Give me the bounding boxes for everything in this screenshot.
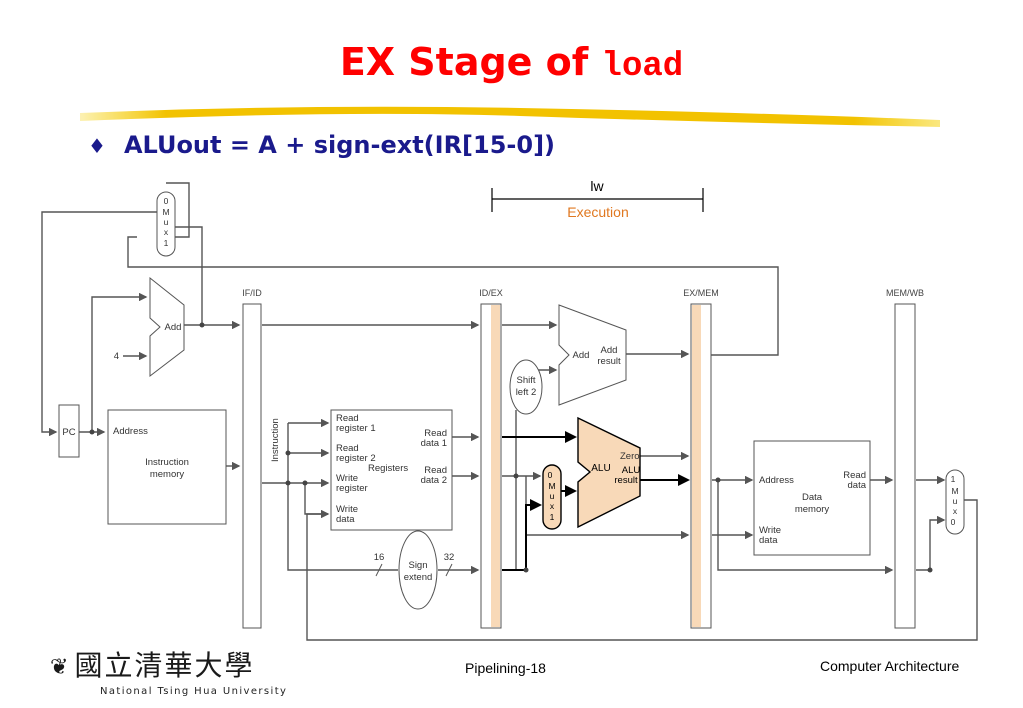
slide-title: EX Stage of load xyxy=(0,40,1023,86)
branch-adder-label: Add xyxy=(573,350,590,361)
svg-text:M: M xyxy=(548,481,555,491)
imem-address-label: Address xyxy=(113,426,148,437)
instruction-label: lw xyxy=(590,178,604,194)
university-logo: ❦國立清華大學 National Tsing Hua University xyxy=(50,644,287,697)
if-id-label: IF/ID xyxy=(242,288,262,298)
university-emblem-icon: ❦ xyxy=(50,655,71,680)
svg-text:u: u xyxy=(164,217,169,227)
bullet-item: ♦ ALUout = A + sign-ext(IR[15-0]) xyxy=(88,131,555,159)
id-ex-label: ID/EX xyxy=(479,288,503,298)
instruction-side-label: Instruction xyxy=(270,418,281,462)
slide-number-footer: Pipelining-18 xyxy=(465,660,546,676)
alu-label: ALU xyxy=(591,463,610,474)
wb-mux-labels: 1 M u x 0 xyxy=(951,474,959,527)
sign-out-bits: 32 xyxy=(444,552,455,563)
data-memory xyxy=(753,440,871,556)
title-text: EX Stage of xyxy=(339,40,602,84)
diamond-bullet-icon: ♦ xyxy=(88,134,106,158)
pipeline-registers: IF/ID ID/EX EX/MEM MEM/WB xyxy=(242,288,924,629)
svg-text:M: M xyxy=(951,486,958,496)
logo-chinese-name: 國立清華大學 xyxy=(74,649,255,682)
svg-text:1: 1 xyxy=(164,238,169,248)
const-4-label: 4 xyxy=(114,351,119,362)
stage-label: Execution xyxy=(567,204,628,220)
svg-text:0: 0 xyxy=(164,196,169,206)
svg-text:u: u xyxy=(550,491,555,501)
sign-in-bits: 16 xyxy=(374,552,385,563)
alu-src-mux xyxy=(542,464,562,530)
svg-text:u: u xyxy=(953,496,958,506)
mem-wb-label: MEM/WB xyxy=(886,288,924,298)
title-code: load xyxy=(601,48,684,86)
register-file xyxy=(330,409,453,531)
svg-text:1: 1 xyxy=(951,474,956,484)
pc-adder-label: Add xyxy=(165,322,182,333)
bullet-text: ALUout = A + sign-ext(IR[15-0]) xyxy=(123,131,556,159)
junctions xyxy=(89,322,933,573)
pc-label: PC xyxy=(62,427,75,438)
alu xyxy=(577,416,641,529)
pc-register xyxy=(58,404,80,458)
pc-mux-labels: 0 M u x 1 xyxy=(162,196,169,248)
svg-text:x: x xyxy=(550,501,555,511)
pc-adder xyxy=(149,276,185,378)
svg-text:M: M xyxy=(162,207,169,217)
svg-text:x: x xyxy=(953,506,958,516)
svg-text:Address: Address xyxy=(759,475,794,486)
mem-wb-register xyxy=(894,303,916,629)
svg-text:x: x xyxy=(164,227,169,237)
sign-extend-unit xyxy=(398,530,438,610)
if-id-register xyxy=(242,303,262,629)
pc-mux xyxy=(156,191,176,257)
logo-english-name: National Tsing Hua University xyxy=(100,686,288,697)
svg-text:Registers: Registers xyxy=(368,463,408,474)
instruction-memory xyxy=(107,409,227,525)
svg-text:1: 1 xyxy=(550,512,555,522)
branch-adder xyxy=(558,304,627,406)
svg-text:0: 0 xyxy=(951,517,956,527)
writeback-mux xyxy=(945,469,965,535)
svg-text:0: 0 xyxy=(548,470,553,480)
shift-left-unit xyxy=(509,359,543,415)
active-wires xyxy=(502,431,690,571)
alu-mux-labels: 0 M u x 1 xyxy=(548,470,556,522)
ex-mem-label: EX/MEM xyxy=(683,288,719,298)
stage-header: lw Execution xyxy=(491,178,704,220)
course-footer: Computer Architecture xyxy=(820,658,960,674)
alu-zero-label: Zero xyxy=(620,451,640,462)
